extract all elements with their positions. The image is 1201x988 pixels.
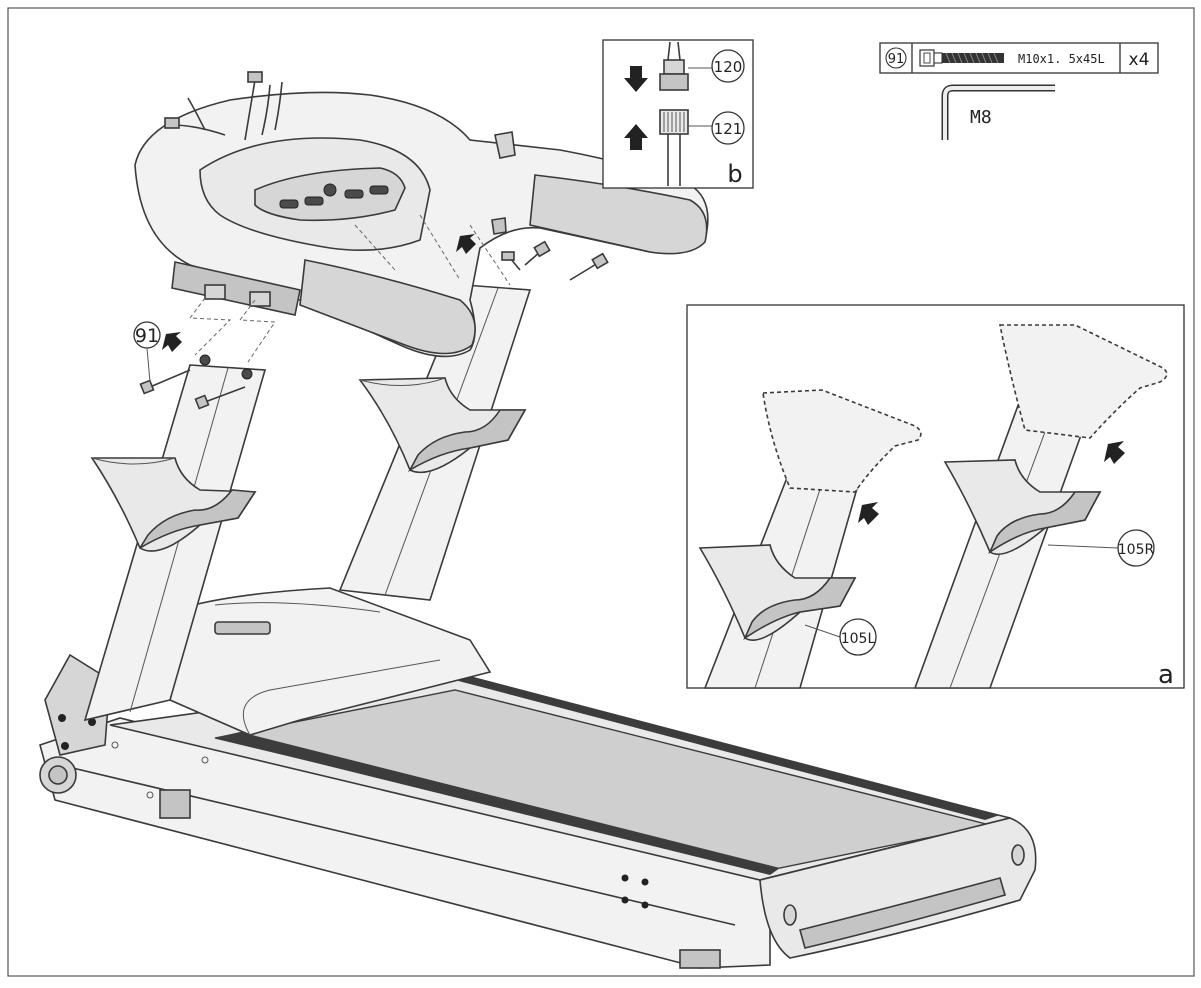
callout-120-label: 120 <box>714 58 743 76</box>
page-frame <box>7 7 1195 977</box>
detail-b: 120 121 b <box>602 39 754 189</box>
callout-121-label: 121 <box>714 120 743 138</box>
allen-key-size: M8 <box>970 107 992 128</box>
alignment-lines <box>189 214 511 363</box>
hardware-part-number: 91 <box>888 52 905 67</box>
treadmill-base <box>39 587 1037 969</box>
allen-key-icon: M8 <box>941 84 1055 140</box>
callout-91: 91 <box>133 321 161 383</box>
bolt-icon <box>919 49 1004 67</box>
bolt-spec: M10x1. 5x45L <box>1018 52 1105 66</box>
left-upright <box>83 354 267 722</box>
console <box>134 71 709 358</box>
hardware-box: 91 M10x1. 5x45L x4 <box>879 42 1159 74</box>
down-arrows <box>162 234 476 352</box>
bolts <box>139 240 609 410</box>
detail-b-label: b <box>727 160 742 188</box>
bolt-quantity: x4 <box>1129 50 1150 70</box>
detail-a: 105L 105R a <box>686 304 1185 690</box>
callout-105R-label: 105R <box>1118 542 1155 558</box>
detail-a-label: a <box>1158 660 1174 690</box>
callout-105L-label: 105L <box>841 631 876 647</box>
callout-91-label: 91 <box>135 325 159 347</box>
right-upright <box>338 284 532 601</box>
